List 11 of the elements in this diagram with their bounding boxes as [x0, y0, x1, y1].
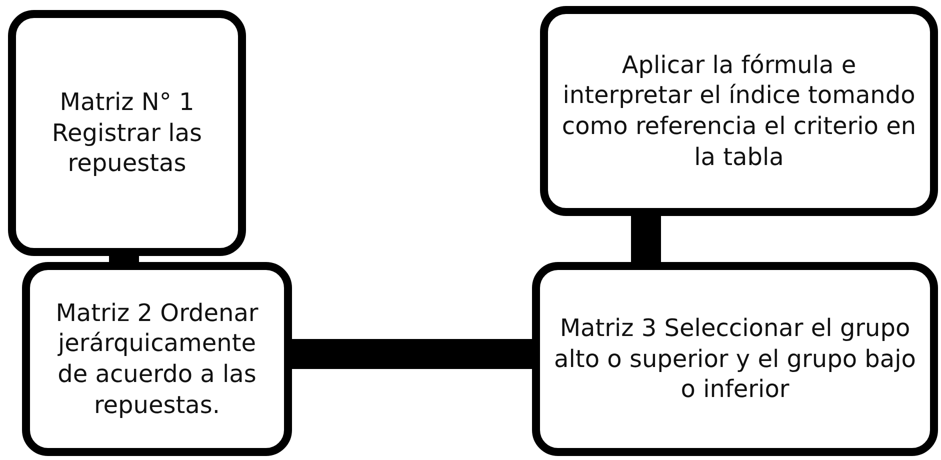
process-box: [540, 6, 938, 216]
process-box: [532, 262, 938, 456]
box-text: Matriz 3 Seleccionar el grupo alto o superior y el grupo bajo o inferior: [553, 312, 917, 406]
connector-bar: [292, 339, 532, 369]
box-text: Matriz N° 1 Registrar las repuestas: [50, 86, 204, 180]
box-text: Matriz 2 Ordenar jerárquicamente de acuerdo a las repuestas.: [54, 298, 260, 420]
process-box: [8, 10, 246, 256]
connector-bar: [631, 216, 661, 262]
process-box: [22, 262, 292, 456]
box-text: Aplicar la fórmula e interpretar el índice tomando como referencia el criterio en la tabla: [560, 50, 918, 172]
connector-bar: [109, 256, 139, 262]
